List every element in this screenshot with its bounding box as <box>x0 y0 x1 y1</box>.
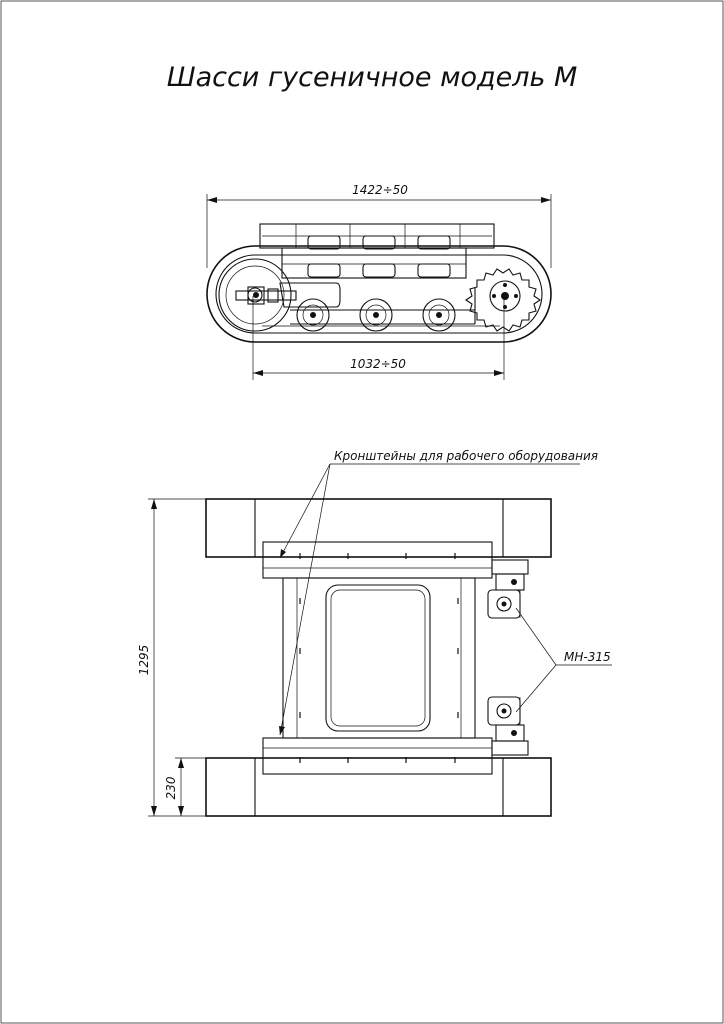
overall-width-dimension: 1295 <box>137 498 206 817</box>
drawing-title: Шасси гусеничное модель М <box>167 62 578 93</box>
wheelbase-label: 1032÷50 <box>350 357 406 371</box>
bracket-label: Кронштейны для рабочего оборудования <box>334 449 598 463</box>
hydraulic-motor-bottom <box>487 696 529 756</box>
track <box>206 245 552 343</box>
wheelbase-dimension: 1032÷50 <box>252 296 505 380</box>
track-tensioner <box>235 282 341 308</box>
track-top <box>205 498 552 579</box>
track-width-dimension: 230 <box>164 757 206 816</box>
upper-frame <box>259 223 495 279</box>
overall-length-label: 1422÷50 <box>352 183 408 197</box>
road-wheels <box>296 298 456 332</box>
motor-callout: МН-315 <box>515 607 612 713</box>
track-beam <box>290 288 476 325</box>
drive-sprocket <box>465 268 541 332</box>
overall-width-label: 1295 <box>137 645 151 676</box>
track-bottom <box>205 737 552 817</box>
hydraulic-motor-top <box>487 559 529 619</box>
bolt-marks <box>299 553 459 763</box>
overall-length-dimension: 1422÷50 <box>206 183 552 268</box>
side-view: 1422÷50 <box>206 183 552 380</box>
motor-label: МН-315 <box>564 650 611 664</box>
track-width-label: 230 <box>164 776 178 799</box>
central-frame <box>282 577 476 739</box>
top-view: Кронштейны для рабочего оборудования <box>137 449 612 817</box>
